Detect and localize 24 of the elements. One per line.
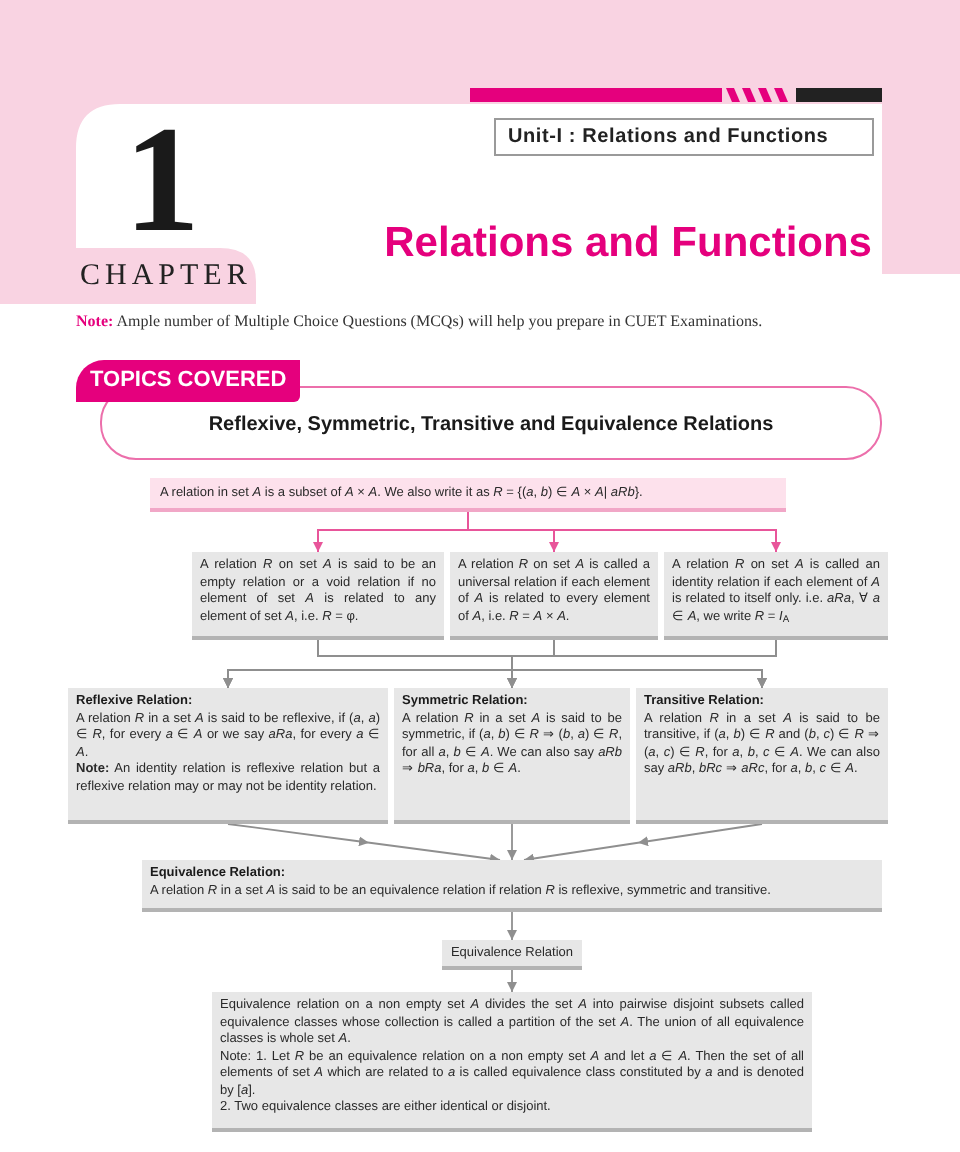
definition-card [450,552,658,640]
flow-arrow [227,823,501,861]
definition-card [142,860,882,912]
definition-card [664,552,888,640]
definition-card [68,688,388,824]
flow-arrow [467,511,781,553]
topics-tab: TOPICS COVERED [76,360,301,402]
label-card [442,940,582,970]
chapter-number: 1 [124,104,200,256]
flow-arrow [507,823,517,861]
page-title: Relations and Functions [384,222,872,264]
flow-arrow [507,969,517,993]
flow-arrow [507,911,517,941]
definition-card [150,478,786,512]
definition-card [212,992,812,1132]
chapter-label: CHAPTER [80,262,252,292]
flow-arrow [523,823,763,861]
definition-card [636,688,888,824]
definition-card [394,688,630,824]
note-text: Note: Ample number of Multiple Choice Questions (MCQs) will help you prepare in CUET Examinations. [76,312,763,332]
unit-banner [494,118,874,156]
definition-card [192,552,444,640]
section-heading: Reflexive, Symmetric, Transitive and Equivalence Relations [206,414,776,438]
unit-title: Unit-I : Relations and Functions [508,127,829,147]
